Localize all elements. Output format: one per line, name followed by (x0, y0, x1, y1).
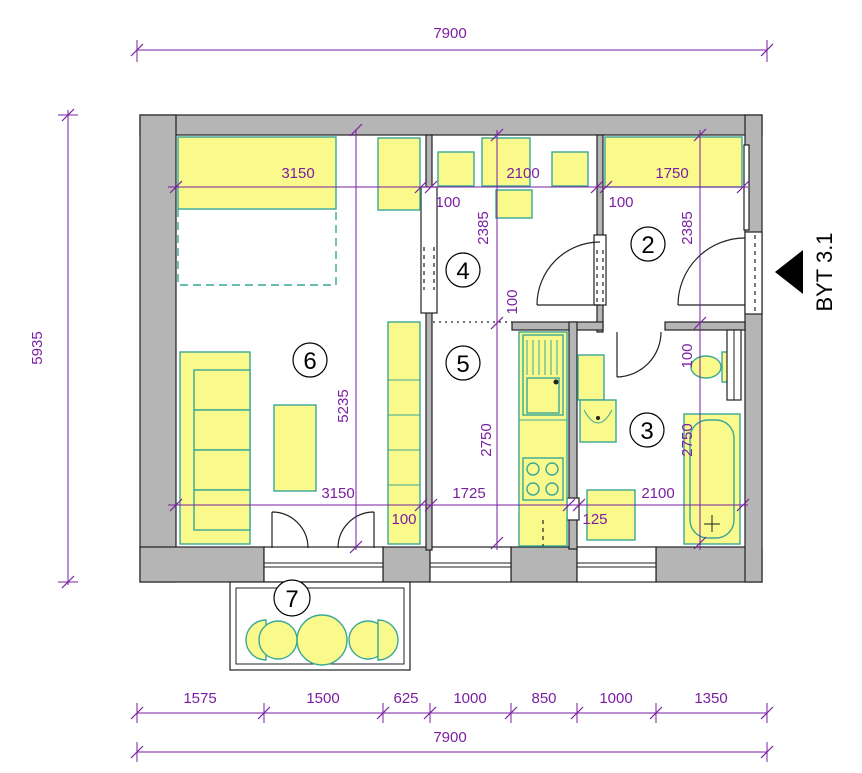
svg-text:2: 2 (641, 232, 654, 259)
room5-height-label: 2750 (478, 423, 495, 456)
bottom-overall-width-label: 7900 (433, 729, 466, 746)
wall-100-a-label: 100 (435, 194, 460, 211)
segment-6-label: 1000 (599, 690, 632, 707)
room5-width-bottom-label: 1725 (452, 485, 485, 502)
room-7-marker: 7 (273, 579, 311, 617)
toilet-bowl (690, 355, 722, 379)
bottom-segment-dimensions: 1575 1500 625 1000 850 1000 1350 (130, 690, 774, 723)
apartment-title: BYT 3.1 (812, 232, 837, 311)
balcony (229, 581, 411, 671)
room6-height-label: 5235 (335, 389, 352, 422)
left-overall-dimension: 5935 (29, 108, 78, 589)
balcony-door (271, 511, 375, 549)
wall-100-vertical-label: 100 (504, 289, 521, 314)
coffee-table (273, 404, 317, 492)
segment-1-label: 1575 (183, 690, 216, 707)
wardrobe (377, 137, 421, 211)
left-overall-height-label: 5935 (29, 331, 46, 364)
segment-2-label: 1500 (306, 690, 339, 707)
shoe-cabinet-right (551, 151, 589, 187)
room3-height-label: 2750 (679, 423, 696, 456)
door-bath (616, 331, 662, 378)
door-hall-2 (536, 241, 601, 306)
wall-125-label: 125 (582, 511, 607, 528)
segment-7-label: 1350 (694, 690, 727, 707)
svg-text:3: 3 (640, 418, 653, 445)
room-4-marker: 4 (445, 252, 481, 288)
svg-text:6: 6 (303, 348, 316, 375)
svg-text:5: 5 (456, 351, 469, 378)
bed-outline (177, 209, 337, 286)
entrance-arrow-icon (775, 250, 803, 294)
bath-cabinet (586, 489, 636, 541)
room-6-marker: 6 (292, 342, 328, 378)
room-2-marker: 2 (630, 226, 666, 262)
wall-100-b-label: 100 (608, 194, 633, 211)
room2-width-top-label: 1750 (655, 165, 688, 182)
room4-height-label: 2385 (475, 211, 492, 244)
room6-width-bottom-label: 3150 (321, 485, 354, 502)
room2-height-label: 2385 (679, 211, 696, 244)
svg-text:7: 7 (285, 586, 298, 613)
room4-furniture (437, 137, 746, 306)
room6-furniture (177, 136, 421, 549)
svg-text:4: 4 (456, 258, 469, 285)
wall-unit (387, 321, 421, 545)
bed (177, 136, 337, 210)
balcony-table (296, 614, 348, 666)
shoe-cabinet-left (437, 151, 475, 187)
balcony-chair-left (245, 619, 267, 661)
segment-4-label: 1000 (453, 690, 486, 707)
entrance-marker: BYT 3.1 (775, 232, 837, 312)
washing-machine (577, 354, 605, 401)
segment-5-label: 850 (531, 690, 556, 707)
bench (495, 189, 533, 219)
room-labels: 2 3 4 5 6 7 (273, 226, 666, 617)
top-overall-dimension: 7900 (130, 25, 774, 62)
room-5-marker: 5 (445, 345, 481, 381)
inner-dimensions: 3150 2100 1750 100 100 2385 100 2750 238… (168, 123, 750, 554)
room3-width-bottom-label: 2100 (641, 485, 674, 502)
room3-furniture (577, 329, 742, 545)
door-room2 (677, 237, 746, 306)
coat-rack (481, 137, 531, 187)
top-overall-width-label: 7900 (433, 25, 466, 42)
wall-100-c-label: 100 (391, 511, 416, 528)
room6-width-top-label: 3150 (281, 165, 314, 182)
room5-furniture (518, 331, 568, 547)
room-3-marker: 3 (629, 412, 665, 448)
segment-3-label: 625 (393, 690, 418, 707)
room4-width-top-label: 2100 (506, 165, 539, 182)
bottom-overall-dimension: 7900 (130, 729, 774, 762)
bath-wall-100-label: 100 (679, 343, 696, 368)
washbasin (579, 399, 617, 443)
